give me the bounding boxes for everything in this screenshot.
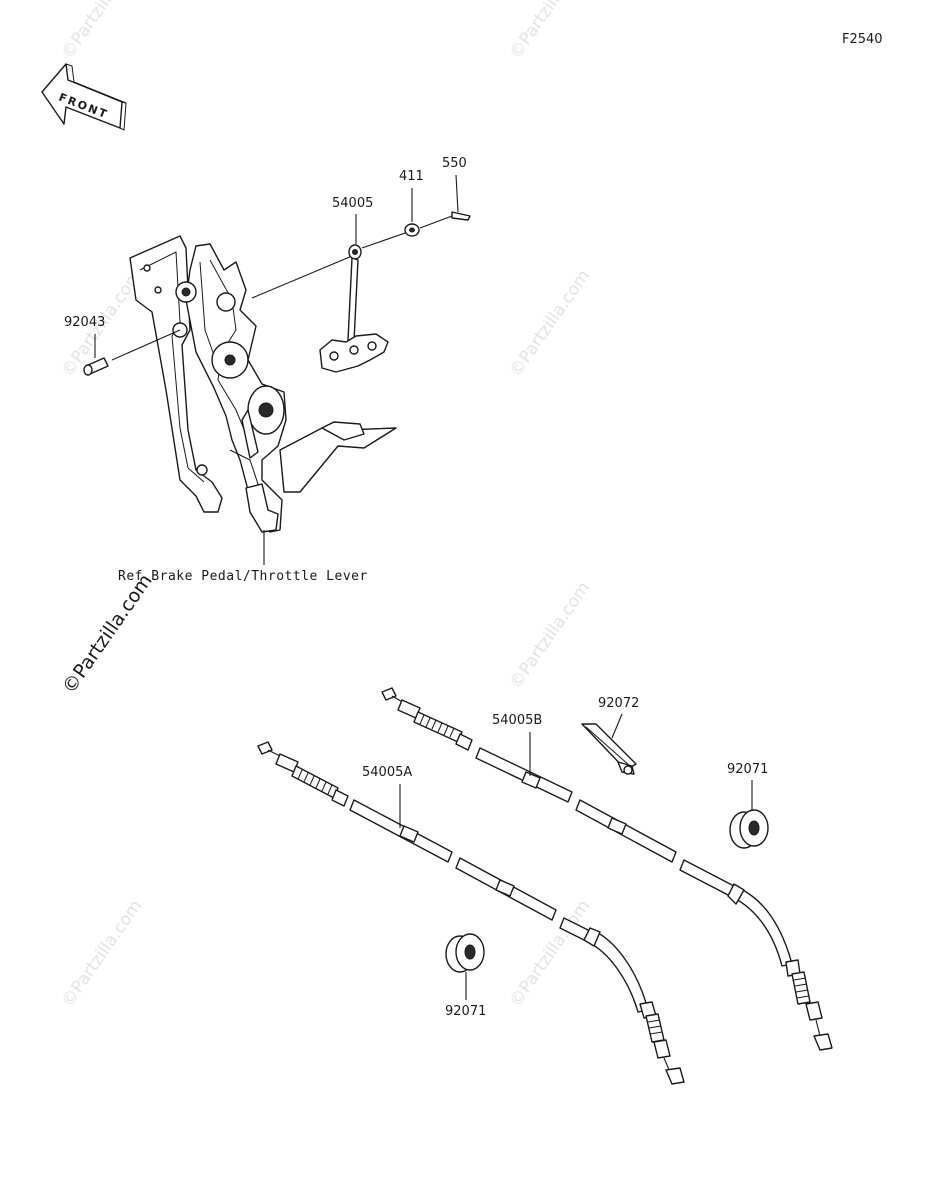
part-label-92071-lower: 92071 [445, 972, 486, 1019]
watermark: ©Partzilla.com [506, 578, 595, 693]
part-number: 92071 [727, 762, 768, 777]
brake-pedal-assembly [129, 235, 397, 533]
part-number: 92072 [598, 696, 639, 711]
part-label-54005: 54005 [332, 196, 373, 244]
watermark: ©Partzilla.com [506, 0, 595, 63]
part-number: 54005 [332, 196, 373, 211]
cable-54005A [257, 741, 685, 1085]
part-label-54005A: 54005A [362, 765, 412, 828]
cable-54005B [381, 687, 833, 1051]
part-number: 411 [399, 169, 424, 184]
reference-note: Ref.Brake Pedal/Throttle Lever [118, 569, 368, 584]
watermark: ©Partzilla.com [58, 896, 147, 1011]
grommet-92071-lower [445, 933, 485, 973]
watermark-prominent: ©Partzilla.com [58, 570, 157, 698]
holder-92072 [581, 723, 637, 775]
part-number: 54005A [362, 765, 412, 780]
part-label-92043: 92043 [64, 315, 105, 358]
pin-92043 [83, 329, 181, 376]
part-label-54005B: 54005B [492, 713, 542, 776]
part-label-92071-upper: 92071 [727, 762, 768, 810]
watermarks: ©Partzilla.com ©Partzilla.com ©Partzilla… [58, 0, 595, 1011]
grommet-92071-upper [729, 809, 769, 849]
diagram-code: F2540 [842, 32, 883, 47]
watermark: ©Partzilla.com [506, 266, 595, 381]
front-arrow-icon: FRONT [41, 63, 127, 131]
part-label-92072: 92072 [598, 696, 639, 739]
part-number: 92071 [445, 1004, 486, 1019]
throttle-linkage [251, 211, 471, 373]
watermark: ©Partzilla.com [58, 0, 147, 63]
part-number: 92043 [64, 315, 105, 330]
part-label-550: 550 [442, 156, 467, 213]
part-number: 54005B [492, 713, 542, 728]
part-number: 550 [442, 156, 467, 171]
part-label-411: 411 [399, 169, 424, 222]
